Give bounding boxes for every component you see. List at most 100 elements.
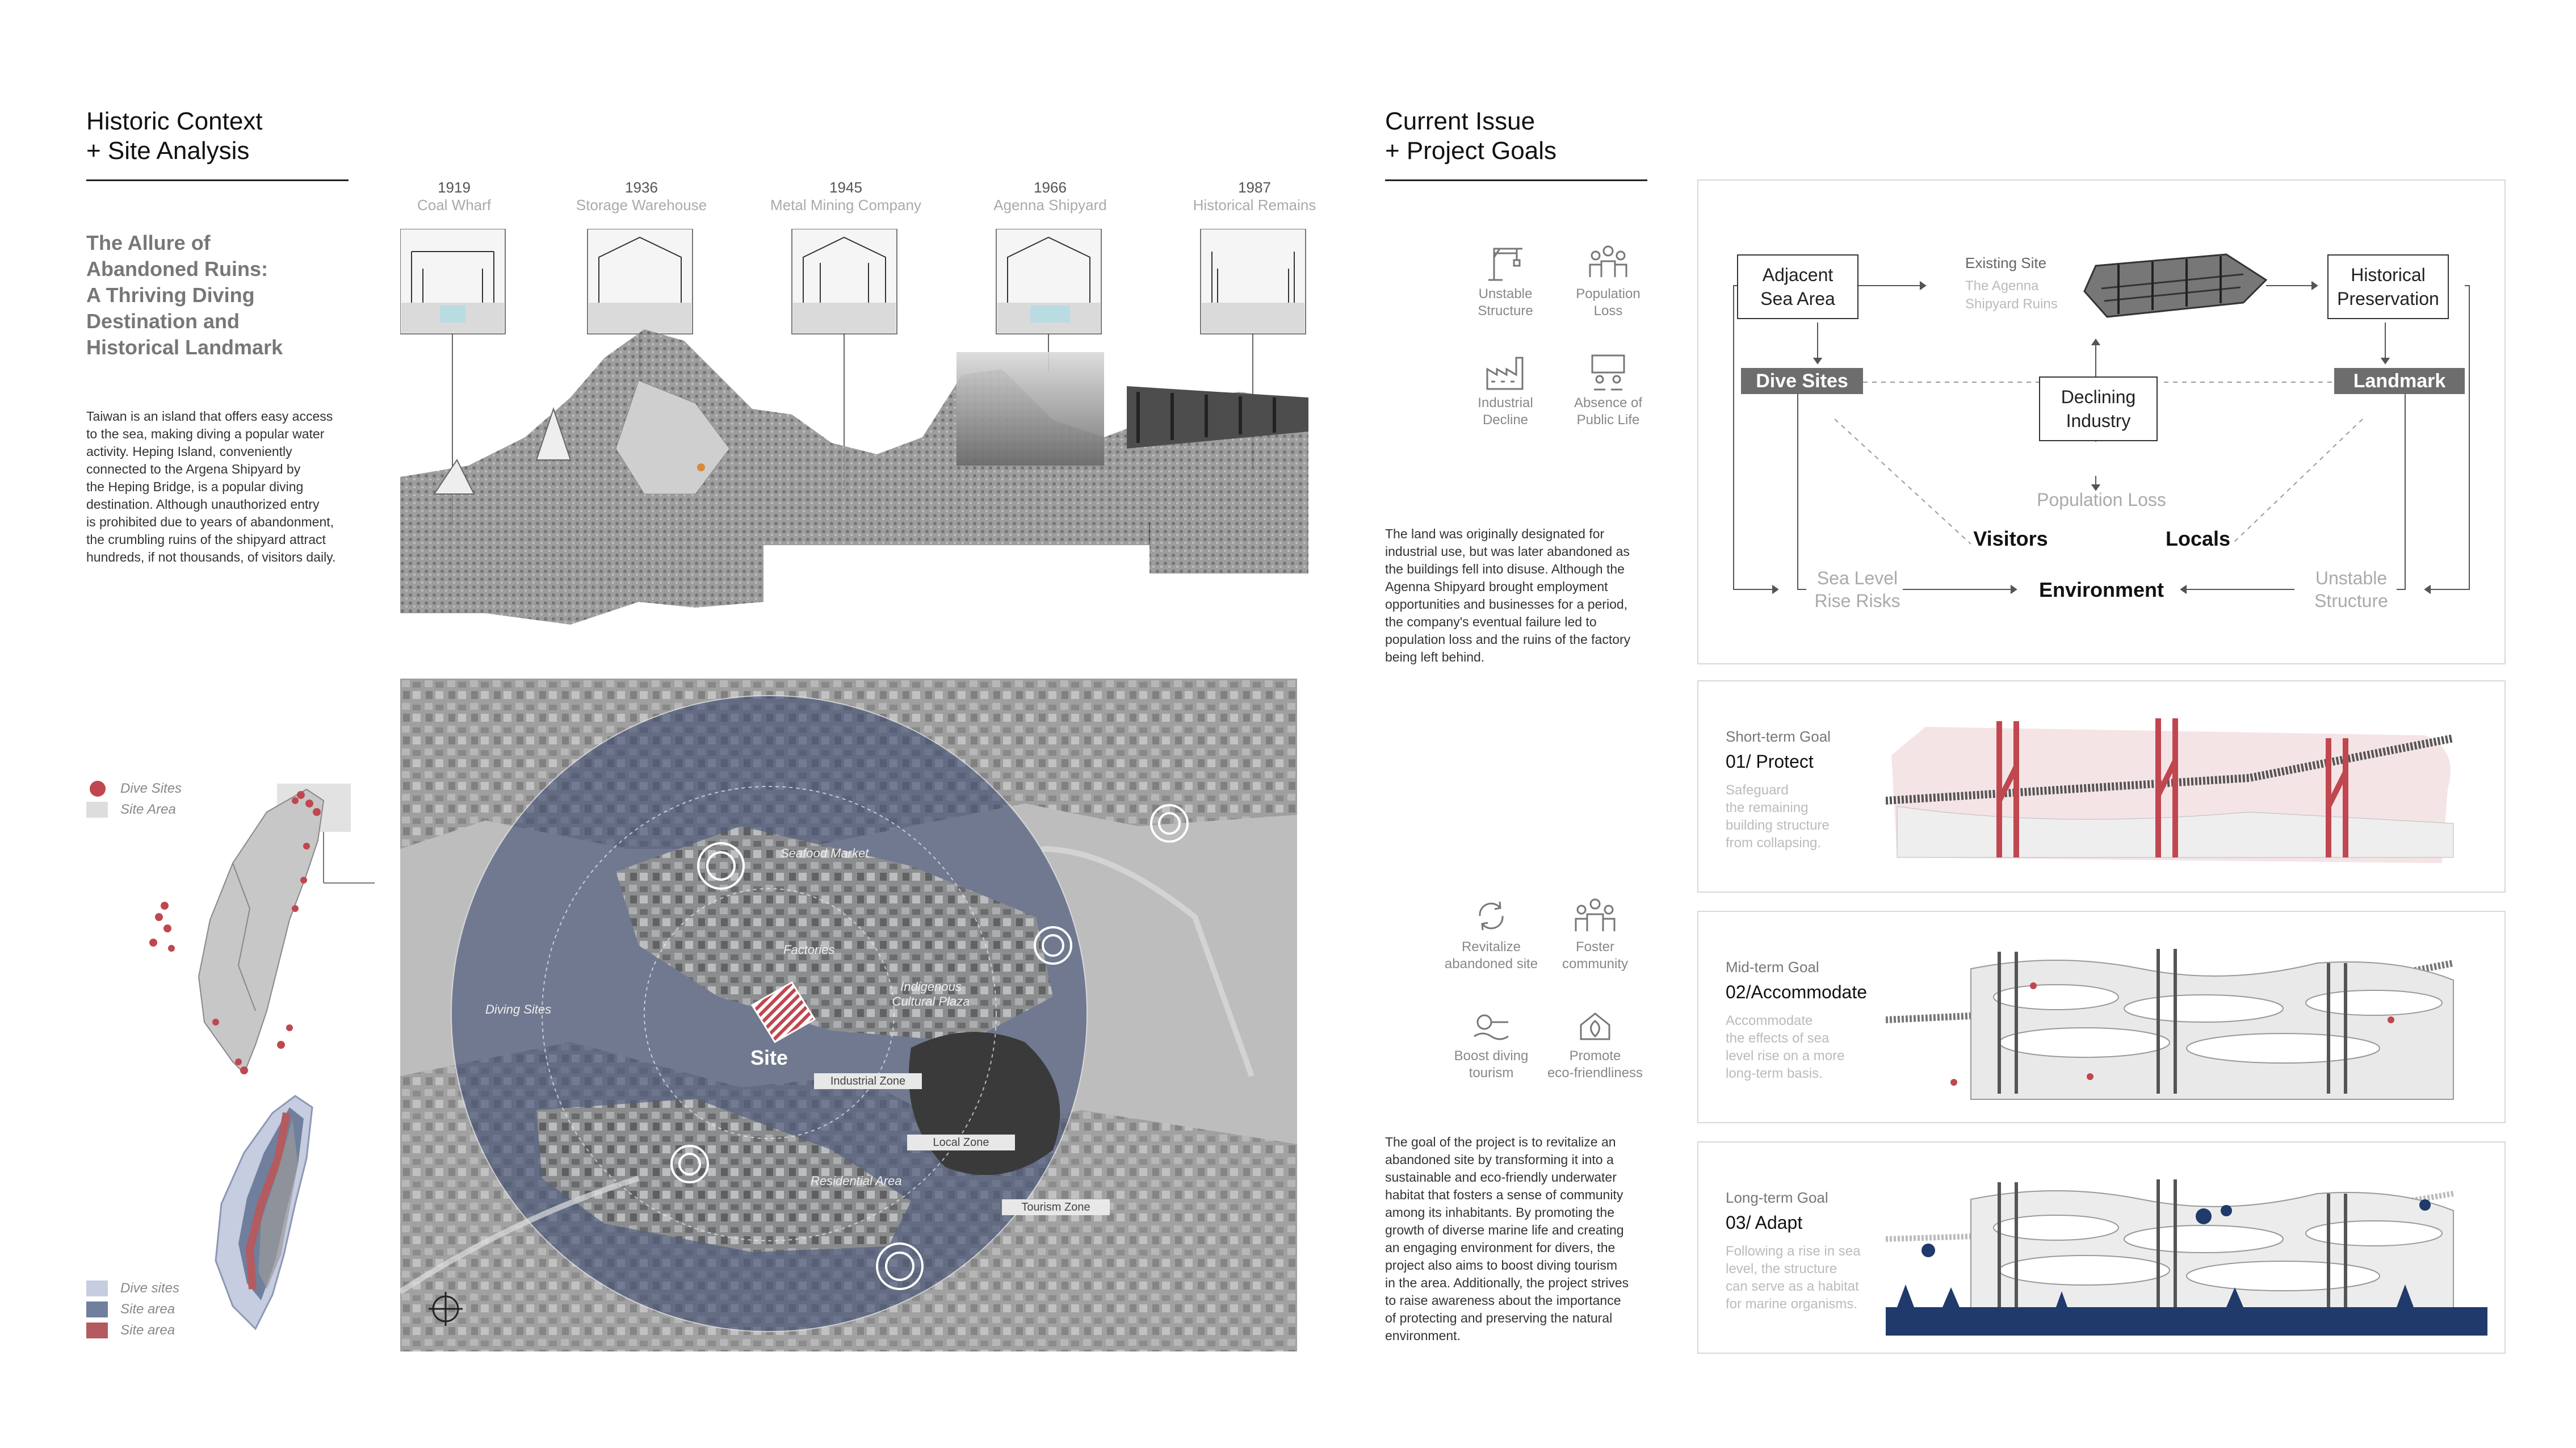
existing-site-sub: The Agenna Shipyard Ruins — [1965, 277, 2058, 313]
timeline-label: Metal Mining Company — [770, 196, 921, 214]
factory-icon — [1486, 357, 1524, 390]
body-line: the crumbling ruins of the shipyard attr… — [86, 532, 326, 547]
left-subhead: The Allure of Abandoned Ruins: A Thrivin… — [86, 230, 353, 361]
taiwan-island-shape — [198, 788, 325, 1074]
goal-panel-short-term: Short-term Goal 01/ Protect Safeguard th… — [1697, 680, 2506, 893]
grey-line: Rise Risks — [1814, 591, 1900, 611]
issue-label: Loss — [1593, 303, 1623, 319]
goal-label: community — [1562, 956, 1629, 972]
body-line: industrial use, but was later abandoned … — [1385, 544, 1630, 559]
body-line: growth of diverse marine life and creati… — [1385, 1223, 1624, 1237]
goal-title: 02/Accommodate — [1726, 982, 1868, 1002]
grey-line: Sea Level — [1816, 568, 1898, 588]
subhead-line: The Allure of — [86, 231, 211, 254]
goal-desc-line: Following a rise in sea — [1726, 1244, 1861, 1259]
body-line: abandoned site by transforming it into a — [1385, 1152, 1614, 1167]
accommodate-illustration — [1886, 949, 2455, 1100]
seabed-habitat — [1886, 1307, 2487, 1336]
goal-desc-line: level, the structure — [1726, 1261, 1837, 1277]
goal-label: Revitalize — [1461, 939, 1521, 955]
goal-text-block: Mid-term Goal 02/Accommodate Accommodate… — [1726, 959, 1896, 1082]
grey-line: Unstable — [2315, 568, 2388, 588]
node-text: Declining — [2061, 387, 2136, 407]
label-population-loss: Population Loss — [2037, 489, 2166, 510]
node-text: Industry — [2066, 411, 2131, 431]
existing-sub-line: Shipyard Ruins — [1965, 296, 2058, 312]
legend-site-area-swatch — [86, 802, 108, 818]
legend-site-area3-label: Site area — [120, 1323, 175, 1338]
goal-desc-line: level rise on a more — [1726, 1048, 1845, 1064]
zone-tag-local: Local Zone — [907, 1135, 1015, 1150]
goal-label: Foster — [1575, 939, 1614, 955]
subhead-line: Destination and — [86, 309, 240, 333]
legend-site-area2-label: Site area — [120, 1301, 175, 1317]
goal-desc: Following a rise in sea level, the struc… — [1726, 1242, 1896, 1313]
map-label-residential: Residential Area — [811, 1174, 902, 1188]
group-icon — [1575, 898, 1616, 931]
goal-panel-mid-term: Mid-term Goal 02/Accommodate Accommodate… — [1697, 911, 2506, 1123]
goal-foster-community: Foster community — [1538, 896, 1652, 973]
map-label-diving-sites: Diving Sites — [485, 1002, 552, 1016]
protect-illustration — [1886, 718, 2455, 863]
subhead-line: Historical Landmark — [86, 336, 283, 359]
timeline-label: Coal Wharf — [417, 196, 492, 214]
legend-dive-sites2-swatch — [86, 1280, 108, 1296]
body-line: Taiwan is an island that offers easy acc… — [86, 409, 333, 424]
tag-landmark: Landmark — [2334, 368, 2465, 394]
timeline-label: Historical Remains — [1193, 196, 1316, 214]
goal-desc-line: Safeguard — [1726, 782, 1789, 798]
goal-title: 01/ Protect — [1726, 751, 1814, 772]
issue-label: Structure — [1478, 303, 1533, 319]
zone-tag-tourism: Tourism Zone — [1002, 1199, 1110, 1215]
body-line: the buildings fell into disuse. Although… — [1385, 562, 1625, 576]
goal-label: eco-friendliness — [1547, 1065, 1643, 1081]
goal-label: Promote — [1569, 1048, 1621, 1064]
site-hatch — [750, 981, 816, 1044]
node-text: Historical — [2351, 265, 2426, 285]
goal-boost-diving: Boost diving tourism — [1434, 1005, 1548, 1082]
body-line: to the sea, making diving a popular wate… — [86, 426, 325, 441]
legend-dive-sites2-label: Dive sites — [120, 1280, 180, 1296]
body-line: among its inhabitants. By promoting the — [1385, 1205, 1615, 1220]
body-line: the Heping Bridge, is a popular diving — [86, 479, 304, 494]
left-body-text: Taiwan is an island that offers easy acc… — [86, 408, 349, 566]
timeline-year: 1945 — [829, 179, 862, 196]
timeline-year: 1966 — [1034, 179, 1067, 196]
map-label-seafood-market: Seafood Market — [781, 846, 869, 860]
issue-label: Unstable — [1478, 286, 1533, 302]
label-locals: Locals — [2165, 527, 2231, 550]
goal-text-block: Short-term Goal 01/ Protect Safeguard th… — [1726, 728, 1896, 852]
issue-label: Public Life — [1576, 412, 1640, 428]
crane-icon — [1488, 248, 1522, 281]
body-line: environment. — [1385, 1328, 1461, 1343]
zone-tag-industrial: Industrial Zone — [814, 1073, 922, 1089]
node-text: Sea Area — [1760, 288, 1835, 309]
shipyard-ruins-illustration — [2083, 253, 2268, 318]
goal-label: abandoned site — [1444, 956, 1538, 972]
goal-desc-line: the effects of sea — [1726, 1031, 1830, 1046]
left-heading: Historic Context + Site Analysis — [86, 107, 263, 166]
right-heading-rule — [1385, 179, 1647, 181]
body-line: population loss and the ruins of the fac… — [1385, 632, 1631, 647]
legend-site-area3-swatch — [86, 1323, 108, 1338]
issue-label: Absence of — [1574, 395, 1643, 411]
existing-site-title: Existing Site — [1965, 254, 2047, 271]
node-text: Adjacent — [1762, 265, 1834, 285]
body-line: in the area. Additionally, the project s… — [1385, 1275, 1629, 1290]
goal-desc-line: building structure — [1726, 818, 1830, 833]
tag-dive-sites: Dive Sites — [1741, 368, 1863, 394]
timeline-label: Storage Warehouse — [576, 196, 707, 214]
subhead-line: Abandoned Ruins: — [86, 257, 268, 281]
goal-eco-friendly: Promote eco-friendliness — [1538, 1005, 1652, 1082]
site-area-strip — [245, 1112, 291, 1290]
right-heading-line2: + Project Goals — [1385, 137, 1557, 165]
timeline-year: 1919 — [438, 179, 471, 196]
north-arrow-icon — [429, 1292, 463, 1326]
body-line: The land was originally designated for — [1385, 526, 1605, 541]
goal-panel-long-term: Long-term Goal 03/ Adapt Following a ris… — [1697, 1141, 2506, 1354]
taiwan-relief-map — [215, 1095, 313, 1330]
issue-population-loss: Population Loss — [1551, 243, 1665, 320]
